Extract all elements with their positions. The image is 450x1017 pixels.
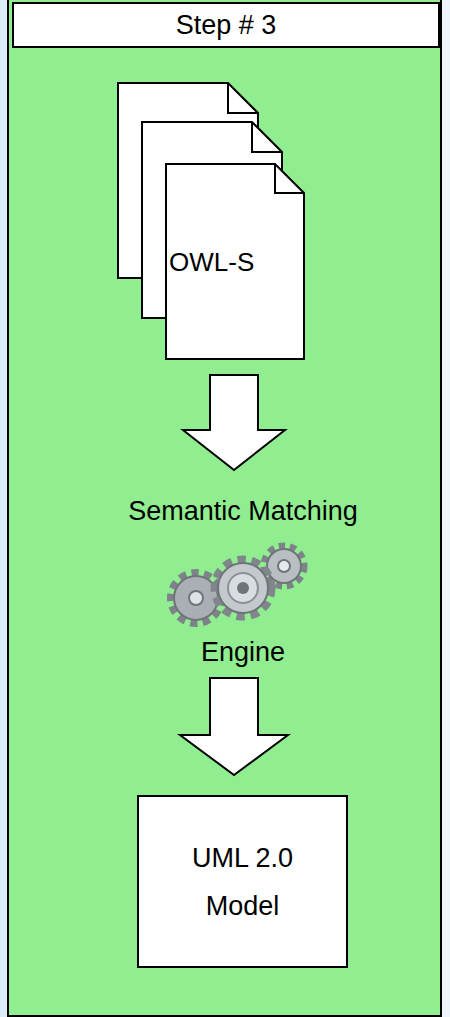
gears-icon (172, 547, 303, 622)
node-text: Step # 3 (176, 9, 277, 41)
block-arrow (180, 678, 288, 775)
node-text: OWL-S (169, 247, 254, 277)
engine-label: Engine (201, 636, 285, 668)
block-arrow (183, 375, 285, 470)
document-node: OWL-S (165, 163, 305, 360)
step-header-box: Step # 3 (12, 2, 440, 48)
node-text: UML 2.0 Model (179, 834, 306, 930)
engine-label: Semantic Matching (128, 495, 358, 527)
model-box: UML 2.0 Model (137, 795, 348, 968)
